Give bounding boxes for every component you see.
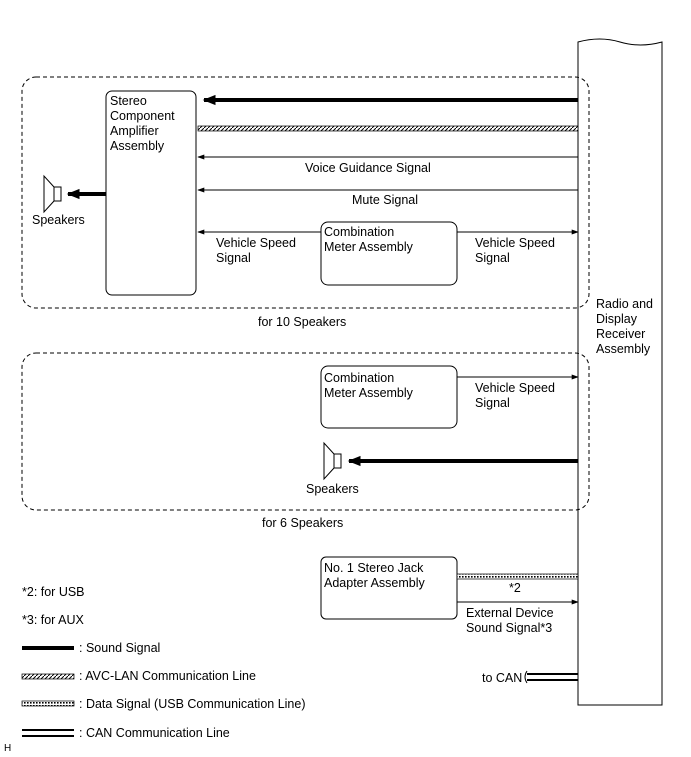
speakers-label-6: Speakers (306, 482, 359, 496)
radio-receiver-label: Radio and Display Receiver Assembly (596, 297, 653, 356)
meter-label-6: Combination Meter Assembly (324, 371, 413, 400)
combination-meter-box-6 (320, 365, 458, 429)
legend-data-label: : Data Signal (USB Communication Line) (79, 697, 306, 711)
six-speakers-group-label: for 6 Speakers (262, 516, 344, 530)
vehicle-speed-label-right: Vehicle Speed Signal (475, 236, 555, 265)
vehicle-speed-label-6: Vehicle Speed Signal (475, 381, 555, 410)
speaker-icon (323, 441, 342, 481)
usb-note-marker: *2 (509, 581, 521, 595)
radio-receiver-box (577, 38, 663, 706)
legend-can-symbol (22, 729, 74, 737)
vehicle-speed-label-left: Vehicle Speed Signal (216, 236, 296, 265)
can-line (524, 670, 578, 684)
legend-sound-label: : Sound Signal (79, 641, 161, 655)
to-can-label: to CAN (482, 671, 523, 685)
meter-label-10: Combination Meter Assembly (324, 225, 413, 254)
external-device-label: External Device Sound Signal*3 (466, 606, 554, 635)
avc-lan-line (197, 125, 579, 132)
note-usb: *2: for USB (22, 585, 85, 599)
stereo-jack-label: No. 1 Stereo Jack Adapter Assembly (324, 561, 425, 590)
stereo-jack-box (320, 556, 458, 620)
usb-data-line (456, 573, 579, 580)
speaker-icon (43, 174, 62, 214)
legend-avc-label: : AVC-LAN Communication Line (79, 669, 256, 683)
legend-data-symbol (21, 700, 75, 707)
note-aux: *3: for AUX (22, 613, 84, 627)
amplifier-label: Stereo Component Amplifier Assembly (110, 94, 175, 153)
combination-meter-box-10 (320, 221, 458, 286)
legend-can-label: : CAN Communication Line (79, 726, 230, 740)
mute-signal-label: Mute Signal (352, 193, 419, 207)
legend-avc-symbol (21, 673, 75, 680)
six-speakers-group-box (21, 352, 590, 511)
corner-mark: H (4, 743, 12, 754)
speakers-label-10: Speakers (32, 213, 85, 227)
ten-speakers-group-label: for 10 Speakers (258, 315, 347, 329)
ten-speakers-group-box (21, 76, 590, 309)
voice-guidance-label: Voice Guidance Signal (305, 161, 431, 175)
